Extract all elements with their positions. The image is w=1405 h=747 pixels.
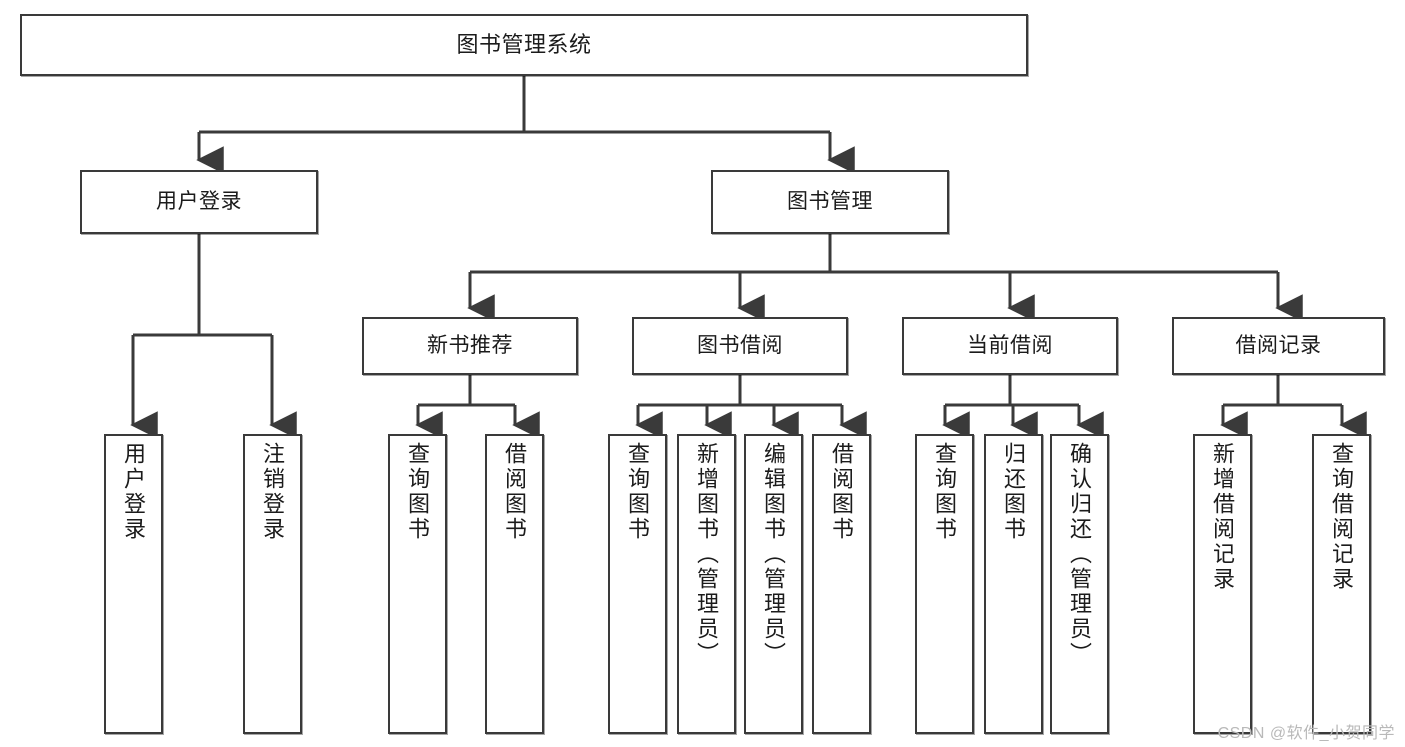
watermark: CSDN @软件_小贺同学 [1217,725,1395,742]
node-label: 注销登录 [260,442,286,542]
node-label: 图书借阅 [697,333,783,357]
leaf-add-book-admin[interactable]: 新增图书（管理员） [677,434,736,734]
node-label: 查询借阅记录 [1329,442,1355,592]
leaf-confirm-return-admin[interactable]: 确认归还（管理员） [1050,434,1109,734]
node-borrow-record[interactable]: 借阅记录 [1172,317,1385,375]
node-label: 当前借阅 [967,333,1053,357]
node-label: 查询图书 [405,442,431,542]
node-label: 新书推荐 [427,333,513,357]
leaf-borrow-book-borrow[interactable]: 借阅图书 [812,434,871,734]
node-root-book-management-system[interactable]: 图书管理系统 [20,14,1028,76]
node-label: 查询图书 [625,442,651,542]
leaf-user-login[interactable]: 用户登录 [104,434,163,734]
node-label: 归还图书 [1001,442,1027,542]
leaf-return-book[interactable]: 归还图书 [984,434,1043,734]
node-label: 新增借阅记录 [1210,442,1236,592]
leaf-borrow-book-recommend[interactable]: 借阅图书 [485,434,544,734]
node-label: 借阅图书 [829,442,855,542]
node-label: 借阅图书 [502,442,528,542]
node-label: 借阅记录 [1235,333,1322,357]
node-label: 图书管理 [787,189,873,213]
leaf-query-book-borrow[interactable]: 查询图书 [608,434,667,734]
node-user-login[interactable]: 用户登录 [80,170,318,234]
leaf-logout-login[interactable]: 注销登录 [243,434,302,734]
node-label: 确认归还（管理员） [1067,442,1093,667]
leaf-query-book-recommend[interactable]: 查询图书 [388,434,447,734]
leaf-add-borrow-record[interactable]: 新增借阅记录 [1193,434,1252,734]
leaf-query-borrow-record[interactable]: 查询借阅记录 [1312,434,1371,734]
node-label: 图书管理系统 [456,32,592,58]
node-label: 新增图书（管理员） [694,442,720,667]
node-label: 用户登录 [121,442,147,542]
leaf-query-book-current[interactable]: 查询图书 [915,434,974,734]
node-book-borrow[interactable]: 图书借阅 [632,317,848,375]
node-label: 查询图书 [932,442,958,542]
node-label: 用户登录 [156,189,242,213]
node-book-management[interactable]: 图书管理 [711,170,949,234]
node-new-book-recommend[interactable]: 新书推荐 [362,317,578,375]
leaf-edit-book-admin[interactable]: 编辑图书（管理员） [744,434,803,734]
node-current-borrow[interactable]: 当前借阅 [902,317,1118,375]
node-label: 编辑图书（管理员） [761,442,787,667]
